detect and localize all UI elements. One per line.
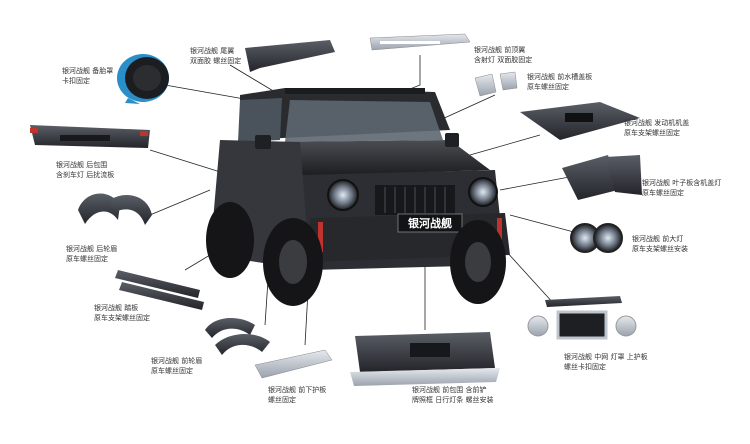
rear-bumper-image	[30, 125, 150, 148]
leader-water-tray	[439, 94, 496, 121]
side-steps-image	[115, 270, 204, 310]
label-side-steps: 银河战舰 踏板 原车支架螺丝固定	[94, 304, 150, 322]
grille-image	[527, 296, 637, 340]
label-grille: 银河战舰 中网 灯罩 上护板 螺丝卡扣固定	[564, 353, 648, 371]
rear-wheel-arch-image	[78, 193, 152, 225]
leader-spare-tire	[164, 84, 251, 101]
label-front-water-tray: 银河战舰 前水槽盖板 原车螺丝固定	[527, 73, 593, 91]
rear-wing-image	[245, 40, 335, 72]
fog-lights-image	[570, 223, 623, 253]
headlight-right	[468, 177, 498, 207]
label-rear-wheel-arch: 银河战舰 后轮眉 原车螺丝固定	[66, 245, 118, 263]
front-lower-guard-image	[254, 349, 333, 379]
label-rear-wing: 银河战舰 尾翼 双面胶 螺丝固定	[190, 47, 242, 65]
vehicle-body: 银河战舰	[206, 88, 510, 306]
front-roof-wing-image	[369, 33, 471, 51]
front-wheel-arch-image	[205, 318, 270, 355]
label-spare-tire-cover: 银河战舰 备胎罩 卡扣固定	[62, 67, 114, 85]
license-plate	[397, 213, 463, 233]
label-front-roof-wing: 银河战舰 前顶翼 含射灯 双面胶固定	[474, 46, 533, 64]
leader-grille	[504, 249, 556, 306]
label-rear-bumper: 银河战舰 后包围 含刹车灯 后扰流板	[56, 161, 115, 179]
leader-rear-arch	[149, 189, 211, 216]
leader-fender	[499, 174, 581, 191]
leader-lines	[149, 55, 586, 346]
leader-rear-wing	[229, 64, 281, 96]
leader-rear-bumper	[149, 149, 231, 176]
label-front-lower-guard: 银河战舰 前下护板 螺丝固定	[268, 386, 327, 404]
headlight-left	[327, 179, 359, 211]
label-front-wheel-arch: 银河战舰 前轮眉 原车螺丝固定	[151, 357, 203, 375]
label-fog-lights: 银河战舰 前大灯 原车支架螺丝安装	[632, 235, 688, 253]
label-fender-panel: 银河战舰 叶子板含机盖灯 原车螺丝固定	[642, 179, 722, 197]
hood-image	[520, 102, 640, 140]
fender-image	[562, 155, 642, 200]
plate-text: 银河战舰	[408, 216, 452, 230]
label-front-bumper: 银河战舰 前包围 含前铲 牌照框 日行灯条 螺丝安装	[412, 386, 494, 404]
label-hood: 银河战舰 发动机机盖 原车支架螺丝固定	[624, 119, 690, 137]
wheel-rear	[206, 202, 254, 278]
water-tray-image	[474, 71, 518, 97]
spare-tire-cover-image	[117, 54, 169, 104]
leader-hood	[469, 134, 541, 156]
front-bumper-image	[350, 332, 500, 386]
